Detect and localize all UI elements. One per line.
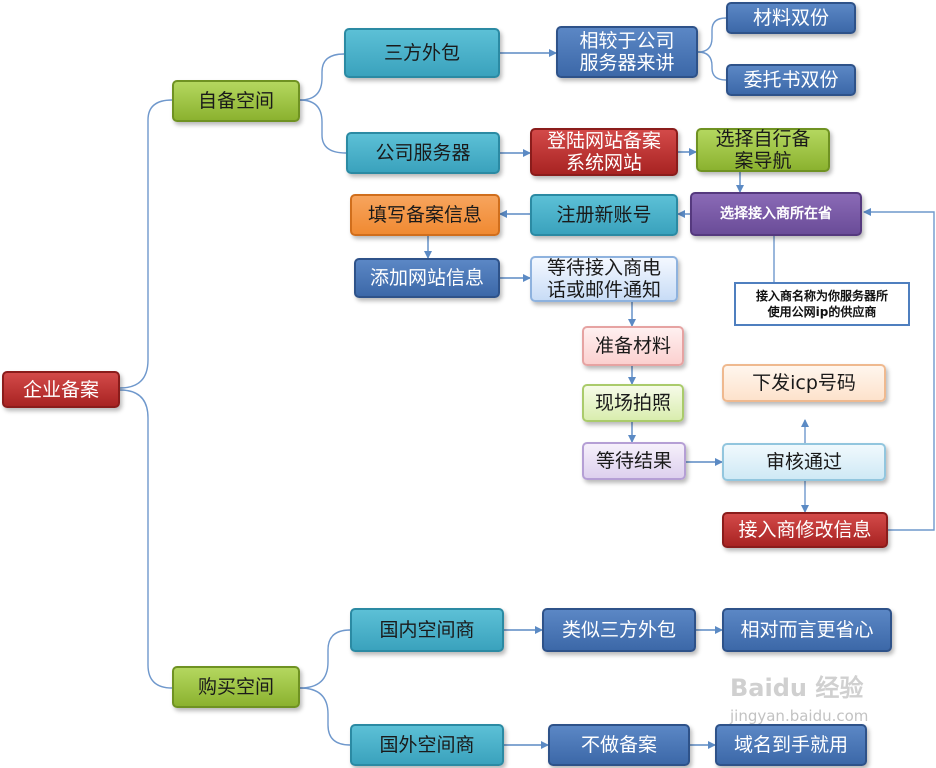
node-authorization-double: 委托书双份 xyxy=(726,64,856,96)
watermark-brand: Baidu 经验 xyxy=(730,674,864,702)
node-similar-outsource: 类似三方外包 xyxy=(542,608,696,652)
node-onsite-photo: 现场拍照 xyxy=(582,384,684,422)
node-wait-notice: 等待接入商电 话或邮件通知 xyxy=(530,256,678,302)
watermark-url: jingyan.baidu.com xyxy=(730,707,869,725)
node-wait-result: 等待结果 xyxy=(582,442,686,480)
node-select-self-nav: 选择自行备 案导航 xyxy=(696,128,830,172)
node-domain-ready: 域名到手就用 xyxy=(715,724,867,766)
node-buy-space: 购买空间 xyxy=(172,666,300,708)
node-select-province: 选择接入商所在省 xyxy=(690,192,862,236)
node-add-site-info: 添加网站信息 xyxy=(354,258,500,298)
node-register-account: 注册新账号 xyxy=(530,194,678,236)
node-no-filing: 不做备案 xyxy=(548,724,690,766)
node-issue-icp: 下发icp号码 xyxy=(722,364,886,402)
node-review-pass: 审核通过 xyxy=(722,443,886,481)
node-outsource: 三方外包 xyxy=(344,28,500,78)
node-enterprise-filing: 企业备案 xyxy=(2,371,120,408)
node-provider-note: 接入商名称为你服务器所 使用公网ip的供应商 xyxy=(734,282,910,326)
node-domestic-provider: 国内空间商 xyxy=(350,608,504,652)
node-company-server: 公司服务器 xyxy=(346,132,500,174)
node-login-filing-site: 登陆网站备案 系统网站 xyxy=(530,128,678,176)
node-prepare-materials: 准备材料 xyxy=(582,326,684,366)
node-fill-filing-info: 填写备案信息 xyxy=(350,194,500,236)
node-provider-modify: 接入商修改信息 xyxy=(722,512,888,548)
baidu-jingyan-watermark: Baidu 经验 jingyan.baidu.com xyxy=(730,668,868,725)
node-materials-double: 材料双份 xyxy=(726,2,856,34)
node-own-space: 自备空间 xyxy=(172,80,300,122)
node-foreign-provider: 国外空间商 xyxy=(350,724,504,766)
node-relatively-easier: 相对而言更省心 xyxy=(722,608,892,652)
node-compare-server: 相较于公司 服务器来讲 xyxy=(556,26,698,78)
